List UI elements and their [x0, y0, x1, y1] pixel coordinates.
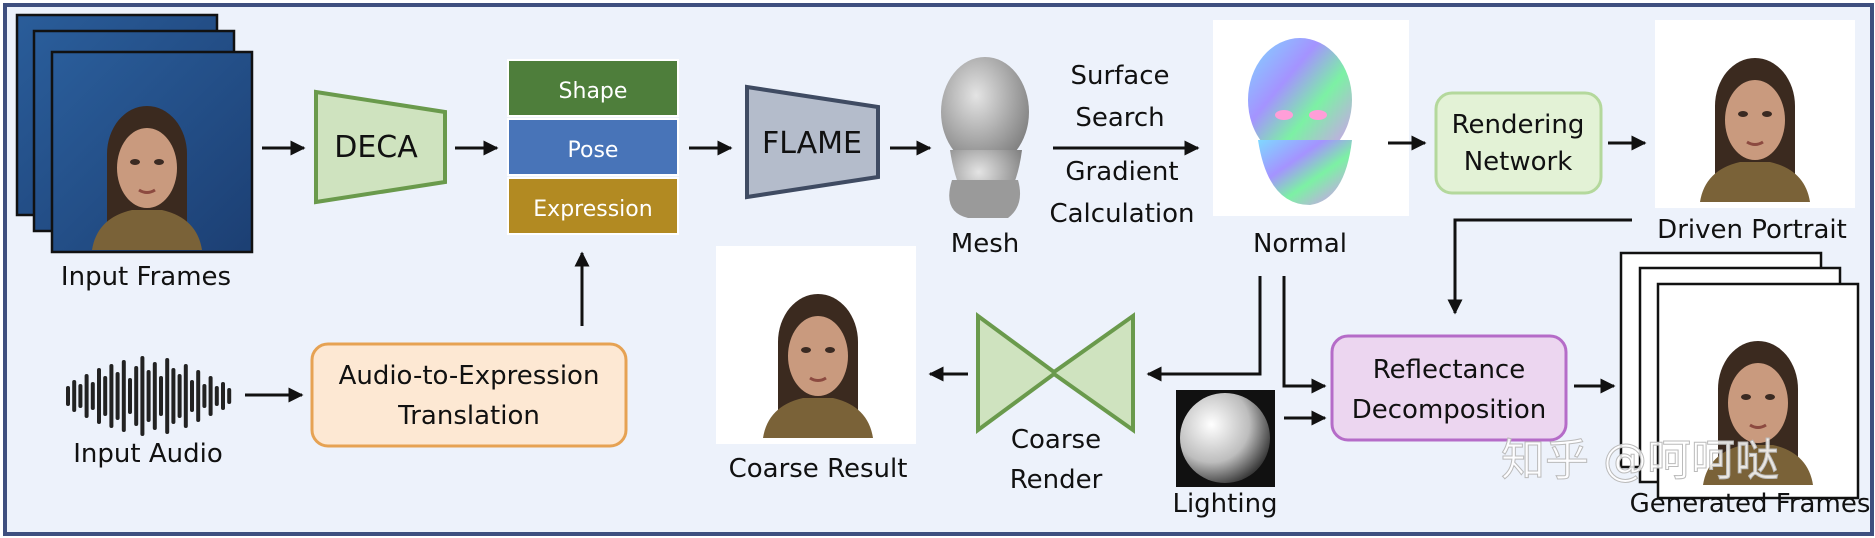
normal-map-image [1248, 38, 1352, 205]
flame-label: FLAME [762, 126, 862, 161]
surface-search-line1: Surface [1070, 61, 1169, 91]
pose-param-box [507, 118, 679, 176]
deca-label: DECA [334, 130, 418, 165]
input-frames-stack [15, 13, 254, 254]
coarse-result-label: Coarse Result [729, 454, 908, 484]
coarse-render-line1: Coarse [1011, 425, 1101, 455]
gradient-calc-line1: Gradient [1065, 157, 1178, 187]
flame-model [745, 84, 880, 200]
audio-to-expression-box [310, 342, 628, 448]
expression-param-box [507, 177, 679, 235]
driven-portrait-label: Driven Portrait [1657, 215, 1847, 245]
surface-search-line2: Search [1075, 103, 1164, 133]
lighting-sphere-image [1180, 393, 1270, 483]
arrow-portrait-to-reflectance [1447, 218, 1632, 315]
coarse-render-line2: Render [1010, 465, 1103, 495]
pose-label: Pose [568, 138, 619, 163]
reflectance-line2: Decomposition [1352, 395, 1547, 425]
shape-param-box [507, 59, 679, 117]
lighting-label: Lighting [1172, 489, 1277, 519]
audio-waveform-icon [66, 356, 232, 436]
arrow-normal-to-render [1146, 276, 1262, 382]
rendering-network-line2: Network [1464, 147, 1573, 177]
parameter-stack: Shape Pose Expression [507, 59, 679, 235]
watermark-text: 知乎 @呵呵哒 [1501, 435, 1779, 486]
input-audio-label: Input Audio [73, 439, 223, 469]
normal-label: Normal [1253, 229, 1347, 259]
rendering-network-line1: Rendering [1452, 110, 1585, 140]
reflectance-line1: Reflectance [1373, 355, 1525, 385]
mesh-image [941, 57, 1029, 218]
audio-to-expression-line2: Translation [397, 401, 540, 431]
audio-to-expression-line1: Audio-to-Expression [339, 361, 600, 391]
generated-frames-stack [1619, 251, 1860, 500]
generated-frames-label: Generated Frames [1630, 489, 1871, 519]
deca-encoder [314, 89, 447, 205]
expression-label: Expression [533, 197, 652, 222]
input-frames-label: Input Frames [61, 262, 231, 292]
rendering-network-box [1434, 91, 1603, 195]
shape-label: Shape [559, 79, 628, 104]
arrow-normal-to-reflectance [1282, 276, 1327, 394]
mesh-label: Mesh [951, 229, 1019, 259]
coarse-render-module [976, 312, 1135, 434]
gradient-calc-line2: Calculation [1049, 199, 1194, 229]
reflectance-decomposition-box [1330, 334, 1568, 442]
